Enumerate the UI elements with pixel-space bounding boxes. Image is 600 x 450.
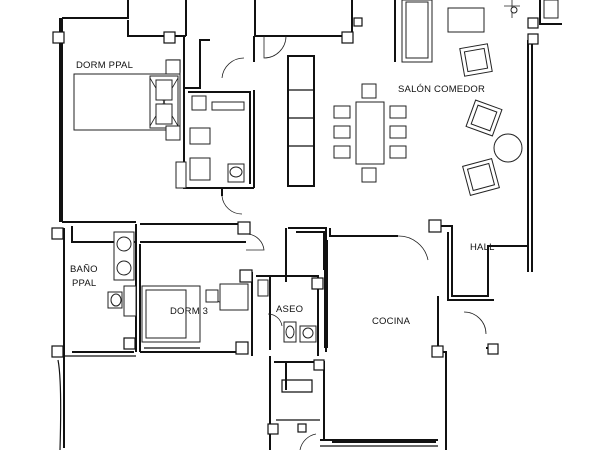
label-aseo: ASEO <box>276 304 303 315</box>
label-dorm-ppal: DORM PPAL <box>76 60 133 71</box>
kitchen-details <box>324 240 436 443</box>
bed-double <box>73 59 181 141</box>
doors <box>209 35 487 450</box>
dorm3-furniture <box>141 283 249 343</box>
label-dorm-3: DORM 3 <box>170 306 208 317</box>
label-cocina: COCINA <box>372 316 411 327</box>
bano-ppal-fixtures <box>107 231 137 317</box>
armchair-bottom <box>462 158 500 196</box>
label-salon-comedor: SALÓN COMEDOR <box>398 84 485 95</box>
tv-cabinet <box>447 7 485 33</box>
label-hall: HALL <box>470 242 495 253</box>
label-bano-ppal-1: BAÑO <box>70 264 98 275</box>
aseo-fixtures <box>257 279 317 343</box>
sofa <box>401 0 433 63</box>
round-side-table <box>493 133 523 163</box>
armchair-top <box>459 43 493 77</box>
structural-columns <box>51 17 539 435</box>
bedroom-bath-fixtures <box>175 95 245 189</box>
dining-table <box>333 83 407 183</box>
label-bano-ppal-2: PPAL <box>72 278 96 289</box>
entry-details <box>504 0 559 19</box>
armchair-middle <box>465 99 503 137</box>
